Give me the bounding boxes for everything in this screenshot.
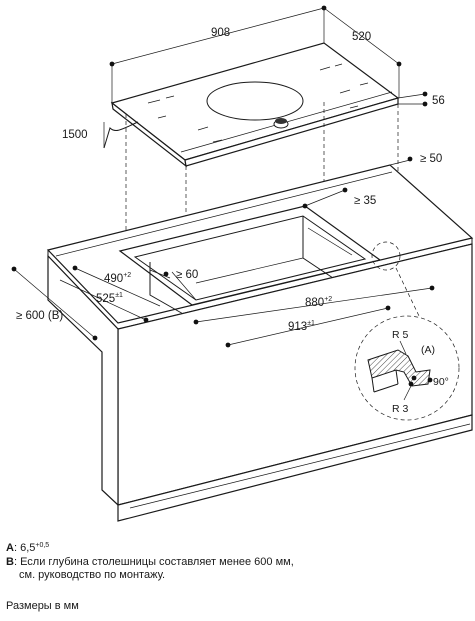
- note-b-line2: см. руководство по монтажу.: [19, 569, 166, 581]
- dimension-cutout-width-inner: 880+2: [193, 285, 435, 325]
- cable-length-label: 1500: [62, 129, 88, 141]
- edge-detail: R 5 R 3 (A) 90°: [354, 315, 460, 421]
- cutout-width-outer-tolerance: ±1: [307, 320, 315, 327]
- cutout-width-inner-label: 880: [305, 297, 324, 309]
- note-b-label: B: [6, 555, 14, 568]
- hob-height-label: 56: [432, 95, 445, 107]
- dimension-hob-height: 56: [397, 91, 445, 107]
- dimension-rear-gap: ≥ 35: [302, 187, 376, 209]
- dimension-cutout-width-outer: 913±1: [225, 305, 391, 348]
- note-a-value: 6,5: [20, 542, 36, 554]
- units-note: Размеры в мм: [6, 600, 79, 612]
- hob-width-label: 908: [211, 27, 230, 39]
- radius-top-label: R 5: [392, 329, 409, 341]
- rear-gap-label: ≥ 35: [354, 195, 376, 207]
- dimension-hob-depth: 520: [323, 7, 402, 98]
- detail-marker-small: [371, 241, 401, 271]
- note-a-tolerance: +0,5: [35, 542, 50, 549]
- front-gap-label: ≥ 60: [176, 269, 198, 281]
- note-b-cont: см. руководство по монтажу.: [6, 569, 466, 583]
- svg-text:880+2: 880+2: [305, 296, 332, 309]
- note-a-label: A: [6, 542, 14, 554]
- installation-diagram: 908 520 56 1500: [11, 5, 474, 522]
- hob: [103, 42, 400, 168]
- svg-text:525±1: 525±1: [96, 292, 123, 305]
- svg-text:913±1: 913±1: [288, 320, 315, 333]
- cutout-depth-outer-label: 525: [96, 293, 115, 305]
- svg-text:490+2: 490+2: [104, 272, 131, 285]
- cutout-width-inner-tolerance: +2: [324, 296, 332, 303]
- cutout-width-outer-label: 913: [288, 321, 307, 333]
- cutout-depth-inner-label: 490: [104, 273, 123, 285]
- note-b: B: Если глубина столешницы составляет ме…: [6, 555, 294, 568]
- worktop-depth-label: ≥ 600 (B): [16, 310, 63, 322]
- cooking-zone-circle: [206, 81, 304, 121]
- rear-clearance-label: ≥ 50: [420, 153, 442, 165]
- dimension-cutout-depth-inner: 490+2: [72, 265, 161, 307]
- dimension-cutout-depth-outer: 525±1: [59, 279, 149, 323]
- power-cable: [103, 121, 139, 149]
- notes: A: 6,5+0,5 B: Если глубина столешницы со…: [6, 542, 466, 583]
- note-b-line1: Если глубина столешницы составляет менее…: [20, 555, 294, 568]
- radius-bottom-label: R 3: [392, 403, 409, 415]
- dimension-front-gap: ≥ 60: [149, 269, 198, 281]
- angle-label: 90°: [433, 376, 449, 388]
- note-a: A: 6,5+0,5: [6, 542, 50, 554]
- dimension-rear-clearance: ≥ 50: [389, 153, 442, 166]
- cutout-depth-inner-tolerance: +2: [123, 272, 131, 279]
- dimension-worktop-depth: ≥ 600 (B): [11, 266, 98, 341]
- hob-depth-label: 520: [352, 31, 371, 43]
- detail-marker-label: (A): [421, 344, 435, 356]
- cutout-depth-outer-tolerance: ±1: [115, 292, 123, 299]
- cabinet: [46, 164, 474, 522]
- dimension-hob-width: 908: [109, 5, 327, 103]
